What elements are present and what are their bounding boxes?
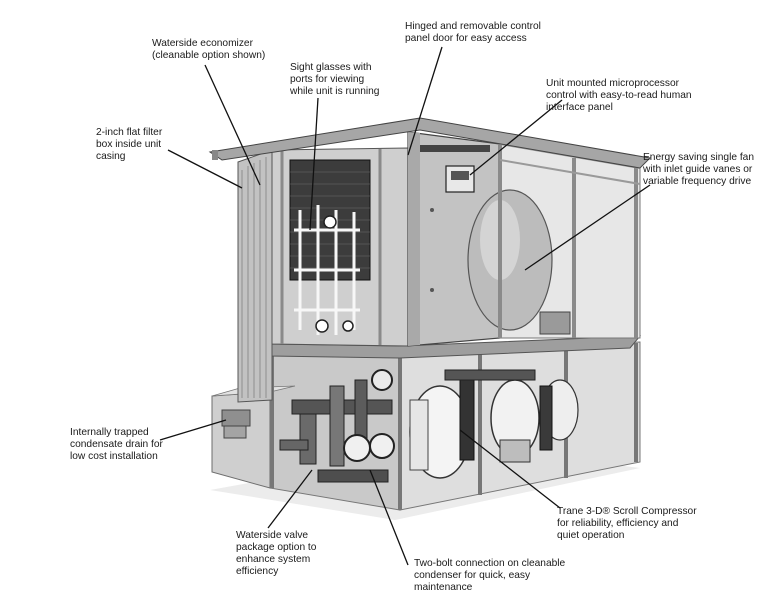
drain-pipe	[223, 425, 247, 439]
callout-line: with inlet guide vanes or	[643, 164, 753, 175]
callout-flat-filter-box: 2-inch flat filter box inside unit casin…	[96, 127, 162, 163]
callout-two-bolt-connection: Two-bolt connection on cleanable condens…	[414, 558, 565, 594]
callout-line: enhance system	[236, 554, 311, 565]
drain-outlet	[221, 409, 251, 427]
filter-fins	[241, 157, 267, 398]
callout-line: maintenance	[414, 582, 473, 593]
callout-line: (cleanable option shown)	[152, 50, 266, 61]
callout-hinged-control-door: Hinged and removable control panel door …	[405, 21, 541, 45]
callout-line: for reliability, efficiency and	[557, 518, 679, 529]
roof-post	[212, 150, 218, 160]
callout-condensate-drain: Internally trapped condensate drain for …	[70, 427, 163, 463]
callout-line: Trane 3-D® Scroll Compressor	[557, 506, 697, 517]
door-latch	[430, 208, 434, 212]
upper-front-bars	[280, 149, 382, 345]
valve-package	[279, 369, 395, 483]
callout-line: efficiency	[236, 566, 279, 577]
door-latch	[430, 288, 434, 292]
hmi-screen	[451, 171, 469, 180]
leader-economizer	[204, 64, 261, 186]
callout-line: while unit is running	[290, 86, 380, 97]
callout-line: interface panel	[546, 102, 613, 113]
callout-scroll-compressor: Trane 3-D® Scroll Compressor for reliabi…	[557, 506, 697, 542]
callout-line: package option to	[236, 542, 317, 553]
door-label	[420, 145, 490, 152]
leader-microprocessor	[469, 99, 563, 176]
callout-line: Two-bolt connection on cleanable	[414, 558, 566, 569]
callout-line: control with easy-to-read human	[546, 90, 692, 101]
filter-column	[237, 149, 273, 403]
leader-drain	[159, 419, 227, 441]
fan-motor	[539, 311, 571, 335]
sight-glass	[315, 319, 329, 333]
callout-line: Waterside economizer	[152, 38, 253, 49]
callout-line: Waterside valve	[236, 530, 309, 541]
leader-hinged-door	[407, 46, 443, 156]
leader-lines	[159, 46, 651, 566]
callout-microprocessor-control: Unit mounted microprocessor control with…	[546, 78, 692, 114]
control-door-shade	[408, 132, 420, 346]
callout-waterside-economizer: Waterside economizer (cleanable option s…	[152, 38, 265, 62]
callout-line: panel door for easy access	[405, 33, 527, 44]
callout-line: Sight glasses with	[290, 62, 372, 73]
callout-line: 2-inch flat filter	[96, 127, 163, 138]
fan-frame-posts	[498, 144, 638, 338]
leader-fan	[524, 184, 651, 271]
callout-line: box inside unit	[96, 139, 162, 150]
leader-sight-glasses	[309, 97, 319, 231]
scroll-compressors	[409, 369, 579, 479]
sight-glass	[323, 215, 337, 229]
callout-energy-saving-fan: Energy saving single fan with inlet guid…	[643, 152, 754, 188]
callout-line: condenser for quick, easy	[414, 570, 531, 581]
callout-line: Energy saving single fan	[643, 152, 754, 163]
callout-line: low cost installation	[70, 451, 158, 462]
sight-glass-piping	[294, 205, 360, 335]
leader-filter	[167, 149, 243, 189]
callout-line: Internally trapped	[70, 427, 149, 438]
leader-compressor	[459, 429, 561, 509]
callout-line: condensate drain for	[70, 439, 163, 450]
leader-two-bolt	[369, 469, 409, 566]
leader-valve	[267, 469, 313, 529]
callout-line: Hinged and removable control	[405, 21, 541, 32]
callout-line: ports for viewing	[290, 74, 365, 85]
callout-sight-glasses: Sight glasses with ports for viewing whi…	[290, 62, 379, 98]
callout-line: casing	[96, 151, 126, 162]
callout-line: variable frequency drive	[643, 176, 752, 187]
callout-line: quiet operation	[557, 530, 625, 541]
callout-line: Unit mounted microprocessor	[546, 78, 680, 89]
callout-waterside-valve-package: Waterside valve package option to enhanc…	[236, 530, 316, 578]
sight-glass	[342, 320, 354, 332]
lower-left-box	[211, 391, 271, 489]
coil-lines	[290, 171, 370, 269]
